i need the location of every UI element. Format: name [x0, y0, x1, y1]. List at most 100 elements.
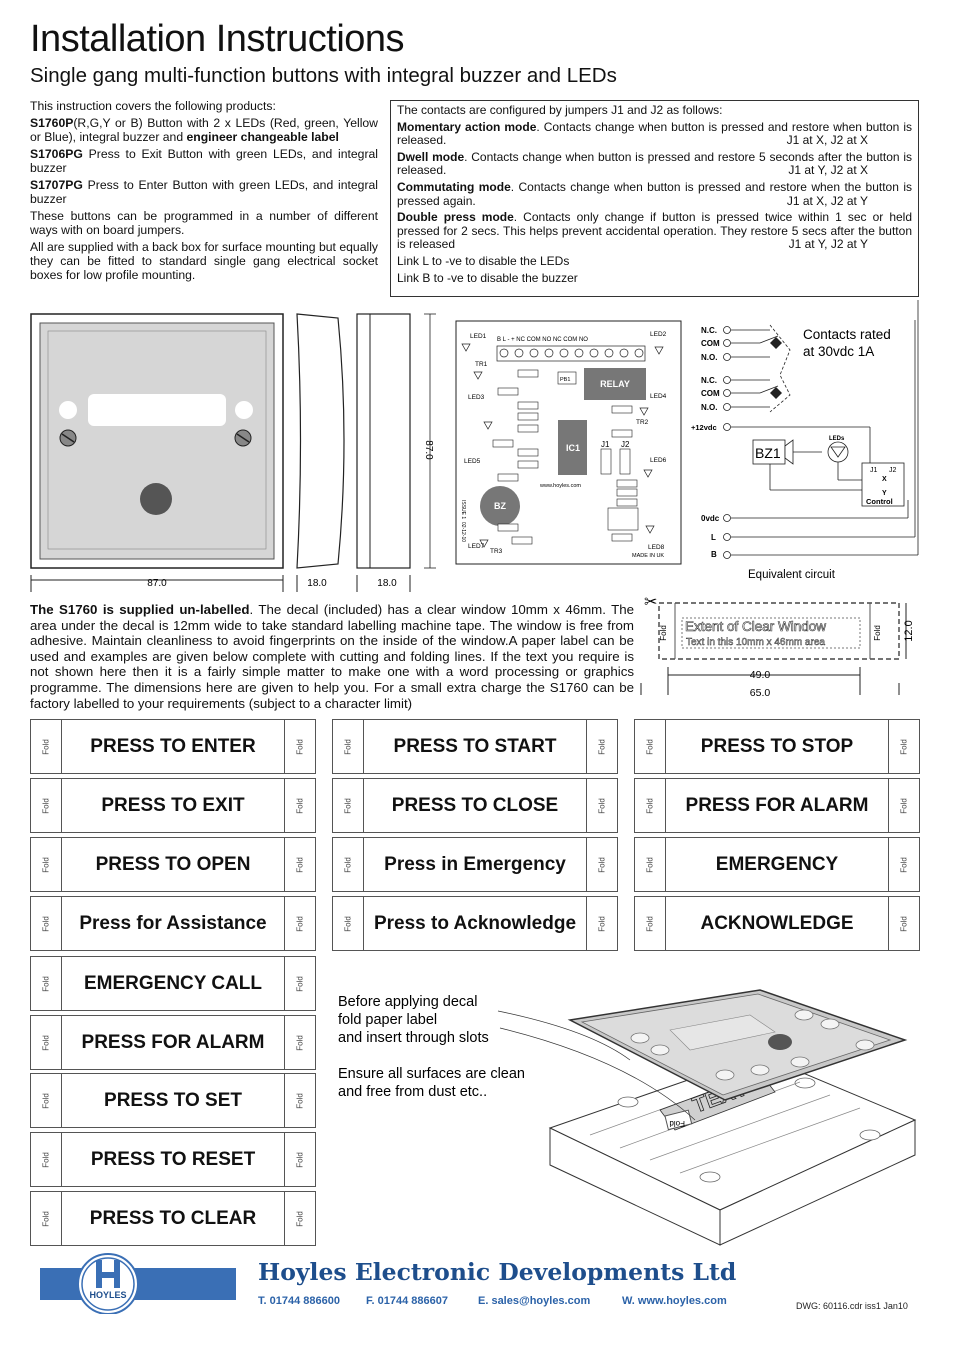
mode-dwell: Dwell mode. Contacts change when button …	[397, 149, 913, 178]
svg-text:TR2: TR2	[636, 419, 649, 426]
pcb-layout: LED1 LED2 B L - + NC COM NO NC COM NO RE…	[455, 320, 682, 565]
svg-text:J1: J1	[870, 467, 878, 474]
page-title: Installation Instructions	[30, 18, 405, 60]
svg-text:B: B	[711, 550, 717, 559]
email-address: E. sales@hoyles.com	[478, 1295, 591, 1307]
svg-text:02-12-10: 02-12-10	[460, 522, 466, 542]
svg-text:J2: J2	[889, 467, 897, 474]
decal-paragraph: The S1760 is supplied un-labelled. The d…	[30, 602, 634, 711]
jumper-config-box: The contacts are configured by jumpers J…	[390, 100, 919, 297]
svg-text:LED4: LED4	[650, 393, 667, 400]
svg-text:www.hoyles.com: www.hoyles.com	[539, 483, 581, 489]
intro-programming: These buttons can be programmed in a num…	[30, 209, 378, 237]
side-views: 87.0	[296, 313, 436, 569]
svg-text:BZ: BZ	[494, 501, 506, 511]
svg-text:LED8: LED8	[648, 544, 665, 551]
window-extent-text: Extent of Clear Window	[685, 619, 826, 634]
intro-s1760: S1760P(R,G,Y or B) Button with 2 x LEDs …	[30, 116, 378, 144]
svg-text:65.0: 65.0	[750, 687, 771, 699]
front-view	[30, 313, 284, 569]
dim-height: 87.0	[423, 440, 434, 460]
contact-rating-2: at 30vdc 1A	[803, 344, 874, 359]
svg-text:X: X	[882, 476, 887, 483]
intro-covers: This instruction covers the following pr…	[30, 99, 276, 113]
svg-text:Fold: Fold	[659, 625, 668, 641]
svg-text:LED3: LED3	[468, 394, 485, 401]
note-clean-surfaces: Ensure all surfaces are clean	[338, 1066, 525, 1082]
svg-text:TR3: TR3	[490, 548, 503, 555]
intro-s1707: S1707PG Press to Enter Button with green…	[30, 178, 378, 206]
svg-text:RELAY: RELAY	[600, 379, 630, 389]
svg-text:Control: Control	[866, 497, 893, 506]
mode-commutating: Commutating mode. Contacts change when b…	[397, 179, 912, 208]
phone-number: T. 01744 886600	[258, 1295, 340, 1307]
svg-text:PB1: PB1	[560, 377, 570, 383]
note-fold-paper: fold paper label	[338, 1012, 437, 1028]
link-l: Link L to -ve to disable the LEDs	[397, 253, 570, 268]
svg-text:B L - + NC COM NO NC: B L - + NC COM NO NC COM NO	[497, 337, 588, 343]
assembly-illustration: TEXT Fold Before applying decal fold pap…	[338, 989, 917, 1246]
svg-text:N.O.: N.O.	[701, 353, 717, 362]
svg-text:N.C.: N.C.	[701, 376, 717, 385]
dim-side1: 18.0	[307, 578, 327, 589]
svg-text:IC1: IC1	[566, 443, 580, 453]
note-insert-slots: and insert through slots	[338, 1030, 489, 1046]
svg-text:LEDs: LEDs	[829, 436, 845, 442]
note-before-applying: Before applying decal	[338, 994, 477, 1010]
intro-text: This instruction covers the following pr…	[30, 99, 378, 285]
svg-text:COM: COM	[701, 339, 720, 348]
intro-backbox: All are supplied with a back box for sur…	[30, 240, 378, 282]
svg-text:N.C.: N.C.	[701, 326, 717, 335]
fax-number: F. 01744 886607	[366, 1295, 448, 1307]
product-diagrams: 87.0 87.0 18.0 18.0 LED1 LED2 B L - + NC…	[30, 300, 919, 592]
drawing-reference: DWG: 60116.cdr iss1 Jan10	[796, 1301, 908, 1311]
svg-text:J2: J2	[621, 440, 630, 449]
svg-text:ISSUE 1: ISSUE 1	[460, 500, 466, 519]
svg-text:MADE IN UK: MADE IN UK	[632, 553, 664, 559]
intro-s1706: S1706PG Press to Exit Button with green …	[30, 147, 378, 175]
equivalent-circuit: N.C. COM N.O. N.C. COM N.O. +12vdc 0vdc …	[691, 300, 919, 581]
svg-text:L: L	[711, 533, 716, 542]
svg-text:LED1: LED1	[470, 333, 487, 340]
decal-dimensions: ✂ Fold Fold Extent of Clear Window Text …	[640, 595, 915, 699]
svg-text:0vdc: 0vdc	[701, 514, 720, 523]
note-free-from-dust: and free from dust etc..	[338, 1084, 487, 1100]
svg-text:Fold: Fold	[873, 625, 882, 641]
svg-text:COM: COM	[701, 389, 720, 398]
svg-text:Y: Y	[882, 490, 887, 497]
window-area-text: Text in this 10mm x 46mm area	[686, 637, 825, 648]
svg-text:LED2: LED2	[650, 331, 667, 338]
circuit-caption: Equivalent circuit	[748, 569, 836, 581]
svg-text:LED5: LED5	[464, 458, 481, 465]
jumper-intro: The contacts are configured by jumpers J…	[397, 103, 723, 117]
svg-text:LED6: LED6	[650, 457, 667, 464]
hoyles-logo: HOYLES	[40, 1253, 236, 1314]
svg-text:HOYLES: HOYLES	[89, 1290, 126, 1300]
mode-double-press: Double press mode. Contacts only change …	[397, 210, 912, 252]
svg-text:+12vdc: +12vdc	[691, 423, 717, 432]
contact-rating-1: Contacts rated	[803, 327, 891, 342]
svg-text:Fold: Fold	[669, 1119, 685, 1128]
svg-text:12.0: 12.0	[903, 620, 915, 641]
svg-text:N.O.: N.O.	[701, 403, 717, 412]
svg-text:TR1: TR1	[475, 361, 488, 368]
link-b: Link B to -ve to disable the buzzer	[397, 270, 578, 285]
company-name: Hoyles Electronic Developments Ltd	[258, 1258, 737, 1286]
